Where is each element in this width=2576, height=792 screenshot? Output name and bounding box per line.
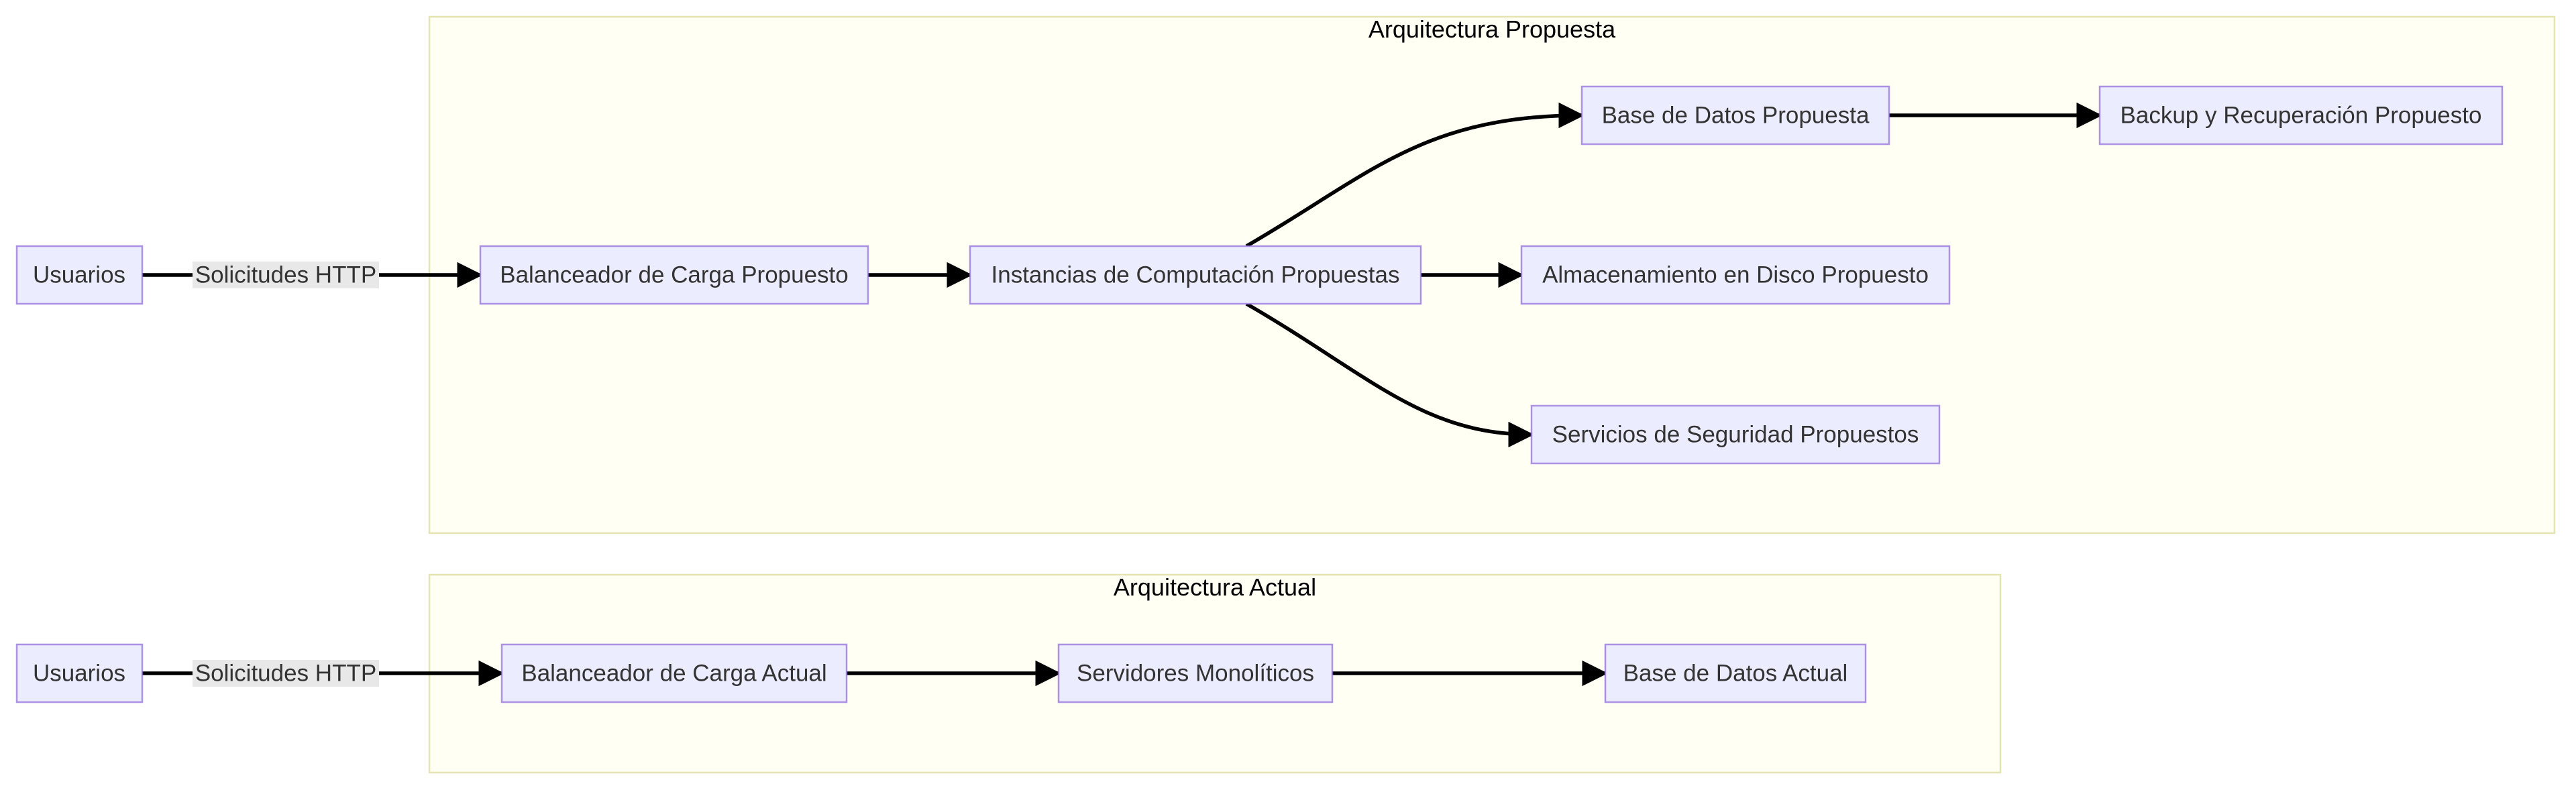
edge-label-users-to-lb-current: Solicitudes HTTP: [193, 660, 379, 687]
edge-compute-to-db-proposed: [1245, 102, 1585, 248]
node-servers-current[interactable]: Servidores Monolíticos: [1057, 643, 1334, 703]
node-compute-proposed[interactable]: Instancias de Computación Propuestas: [969, 245, 1422, 305]
node-label: Usuarios: [33, 661, 125, 687]
edge-label-users-to-lb-proposed: Solicitudes HTTP: [193, 262, 379, 288]
node-label: Almacenamiento en Disco Propuesto: [1542, 262, 1929, 288]
node-backup-proposed[interactable]: Backup y Recuperación Propuesto: [2098, 85, 2504, 146]
edge-label-text: Solicitudes HTTP: [195, 661, 376, 687]
node-disk-proposed[interactable]: Almacenamiento en Disco Propuesto: [1520, 245, 1951, 305]
node-label: Base de Datos Propuesta: [1602, 103, 1870, 129]
node-label: Backup y Recuperación Propuesto: [2121, 103, 2482, 129]
node-label: Servicios de Seguridad Propuestos: [1552, 422, 1919, 448]
node-lb-current[interactable]: Balanceador de Carga Actual: [500, 643, 848, 703]
node-users-proposed[interactable]: Usuarios: [15, 245, 144, 305]
node-label: Servidores Monolíticos: [1077, 661, 1314, 687]
cluster-proposed-title: Arquitectura Propuesta: [1368, 15, 1616, 43]
cluster-current-title: Arquitectura Actual: [1114, 573, 1316, 601]
edge-compute-to-security-proposed: [1245, 302, 1534, 448]
node-label: Instancias de Computación Propuestas: [991, 262, 1400, 288]
node-db-current[interactable]: Base de Datos Actual: [1604, 643, 1867, 703]
node-label: Balanceador de Carga Propuesto: [500, 262, 849, 288]
node-users-current[interactable]: Usuarios: [15, 643, 144, 703]
node-security-proposed[interactable]: Servicios de Seguridad Propuestos: [1530, 404, 1941, 465]
node-lb-proposed[interactable]: Balanceador de Carga Propuesto: [479, 245, 869, 305]
edge-label-text: Solicitudes HTTP: [195, 262, 376, 288]
node-label: Usuarios: [33, 262, 125, 288]
node-label: Base de Datos Actual: [1623, 661, 1848, 687]
node-db-proposed[interactable]: Base de Datos Propuesta: [1580, 85, 1890, 146]
node-label: Balanceador de Carga Actual: [521, 661, 826, 687]
